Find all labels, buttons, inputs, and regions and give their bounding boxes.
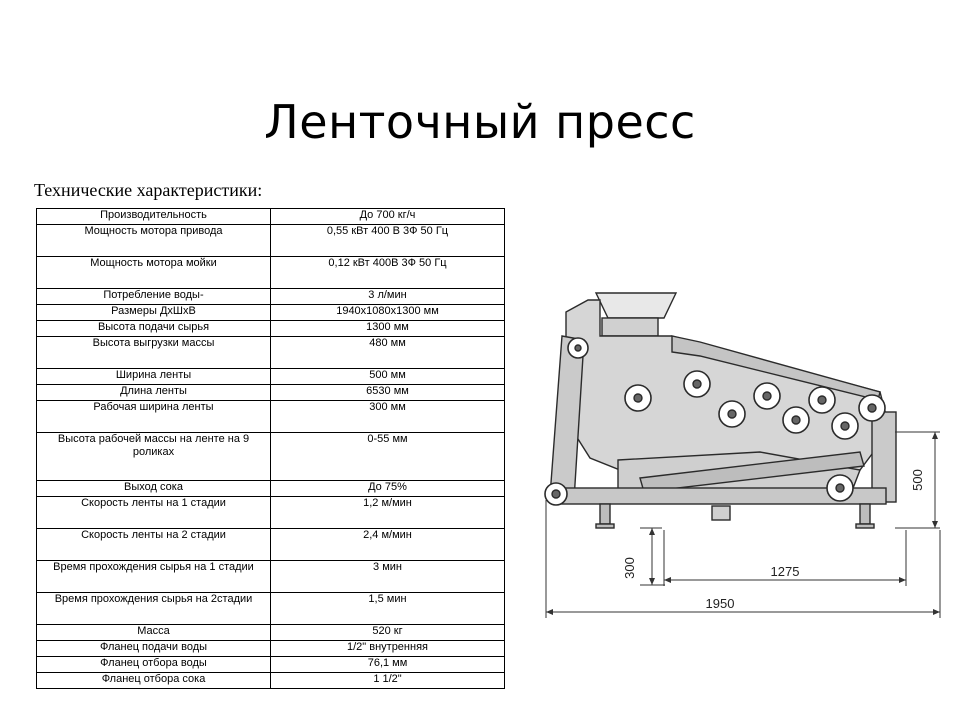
dim-height-label: 500 <box>910 469 925 491</box>
table-row: Фланец отбора воды 76,1 мм <box>36 656 505 673</box>
value-cell: 0,12 кВт 400В 3Ф 50 Гц <box>270 256 505 289</box>
param-cell: Выход сока <box>36 480 271 497</box>
value-cell: 480 мм <box>270 336 505 369</box>
param-cell: Высота рабочей массы на ленте на 9 ролик… <box>36 432 271 481</box>
value-cell: До 700 кг/ч <box>270 208 505 225</box>
table-row: Время прохождения сырья на 1 стадии 3 ми… <box>36 560 505 593</box>
table-row: Высота рабочей массы на ленте на 9 ролик… <box>36 432 505 481</box>
dim-inner-length-label: 1275 <box>771 564 800 579</box>
dim-total-length-label: 1950 <box>706 596 735 611</box>
value-cell: 1300 мм <box>270 320 505 337</box>
slide-title: Ленточный пресс <box>264 94 696 149</box>
value-cell: 1 1/2" <box>270 672 505 689</box>
value-cell: 3 л/мин <box>270 288 505 305</box>
table-row: Длина ленты 6530 мм <box>36 384 505 401</box>
value-cell: 2,4 м/мин <box>270 528 505 561</box>
value-cell: 3 мин <box>270 560 505 593</box>
table-row: Высота выгрузки массы 480 мм <box>36 336 505 369</box>
table-row: Фланец отбора сока 1 1/2" <box>36 672 505 689</box>
table-row: Производительность До 700 кг/ч <box>36 208 505 225</box>
value-cell: 500 мм <box>270 368 505 385</box>
table-row: Масса 520 кг <box>36 624 505 641</box>
table-row: Время прохождения сырья на 2стадии 1,5 м… <box>36 592 505 625</box>
value-cell: 1,2 м/мин <box>270 496 505 529</box>
param-cell: Рабочая ширина ленты <box>36 400 271 433</box>
param-cell: Длина ленты <box>36 384 271 401</box>
param-cell: Фланец подачи воды <box>36 640 271 657</box>
value-cell: 300 мм <box>270 400 505 433</box>
param-cell: Фланец отбора сока <box>36 672 271 689</box>
param-cell: Производительность <box>36 208 271 225</box>
table-row: Фланец подачи воды 1/2" внутренняя <box>36 640 505 657</box>
param-cell: Ширина ленты <box>36 368 271 385</box>
param-cell: Высота выгрузки массы <box>36 336 271 369</box>
table-row: Рабочая ширина ленты 300 мм <box>36 400 505 433</box>
table-row: Выход сока До 75% <box>36 480 505 497</box>
param-cell: Потребление воды- <box>36 288 271 305</box>
value-cell: 1,5 мин <box>270 592 505 625</box>
table-row: Размеры ДхШхВ 1940х1080х1300 мм <box>36 304 505 321</box>
param-cell: Высота подачи сырья <box>36 320 271 337</box>
value-cell: 520 кг <box>270 624 505 641</box>
param-cell: Масса <box>36 624 271 641</box>
table-row: Ширина ленты 500 мм <box>36 368 505 385</box>
value-cell: 0-55 мм <box>270 432 505 481</box>
spec-caption: Технические характеристики: <box>34 180 263 200</box>
table-row: Мощность мотора привода 0,55 кВт 400 В 3… <box>36 224 505 257</box>
param-cell: Мощность мотора привода <box>36 224 271 257</box>
table-row: Высота подачи сырья 1300 мм <box>36 320 505 337</box>
value-cell: 0,55 кВт 400 В 3Ф 50 Гц <box>270 224 505 257</box>
param-cell: Фланец отбора воды <box>36 656 271 673</box>
dim-outlet-label: 300 <box>622 557 637 579</box>
param-cell: Скорость ленты на 1 стадии <box>36 496 271 529</box>
param-cell: Скорость ленты на 2 стадии <box>36 528 271 561</box>
table-row: Потребление воды- 3 л/мин <box>36 288 505 305</box>
value-cell: 1/2" внутренняя <box>270 640 505 657</box>
param-cell: Время прохождения сырья на 1 стадии <box>36 560 271 593</box>
belt-press-drawing: 500 300 1275 1950 <box>544 292 941 618</box>
param-cell: Размеры ДхШхВ <box>36 304 271 321</box>
table-row: Скорость ленты на 1 стадии 1,2 м/мин <box>36 496 505 529</box>
value-cell: 1940х1080х1300 мм <box>270 304 505 321</box>
value-cell: 6530 мм <box>270 384 505 401</box>
param-cell: Время прохождения сырья на 2стадии <box>36 592 271 625</box>
value-cell: До 75% <box>270 480 505 497</box>
param-cell: Мощность мотора мойки <box>36 256 271 289</box>
spec-table: Производительность До 700 кг/ч Мощность … <box>36 208 505 689</box>
table-row: Мощность мотора мойки 0,12 кВт 400В 3Ф 5… <box>36 256 505 289</box>
table-row: Скорость ленты на 2 стадии 2,4 м/мин <box>36 528 505 561</box>
value-cell: 76,1 мм <box>270 656 505 673</box>
